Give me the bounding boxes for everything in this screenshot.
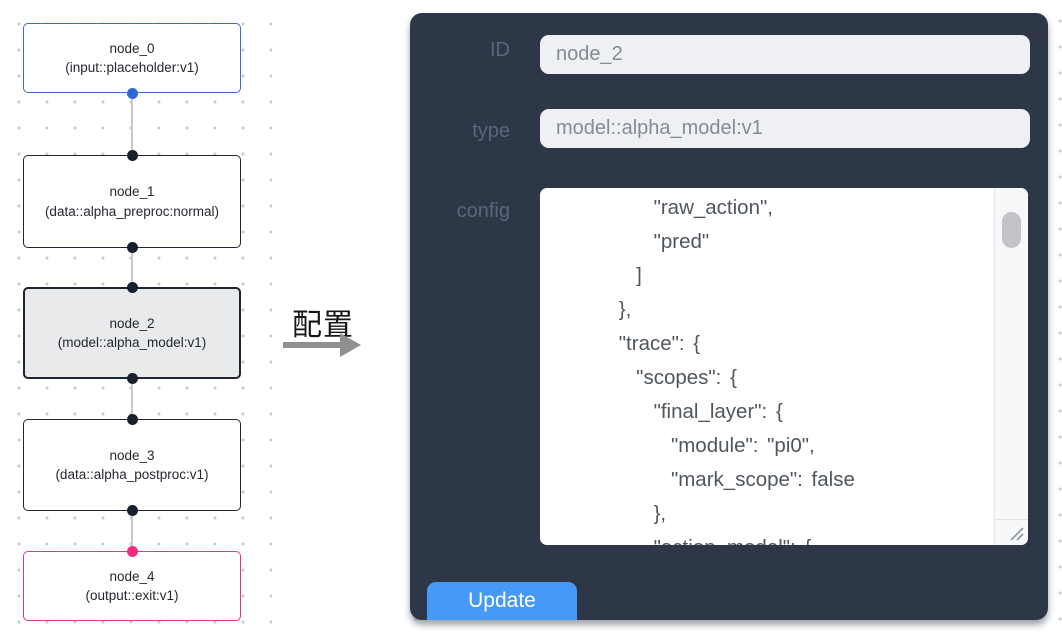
node-type: (data::alpha_postproc:v1) — [55, 467, 209, 482]
flow-node-postproc[interactable]: node_3 (data::alpha_postproc:v1) — [23, 419, 241, 511]
edge-node1-node2 — [131, 247, 133, 288]
port-node2-out[interactable] — [127, 373, 138, 384]
flow-node-output[interactable]: node_4 (output::exit:v1) — [23, 551, 241, 621]
port-node3-out[interactable] — [127, 505, 138, 516]
textarea-resize-corner[interactable] — [994, 519, 1028, 545]
id-field-label: ID — [490, 39, 510, 61]
resize-handle-icon — [1010, 527, 1024, 541]
port-node1-out[interactable] — [127, 242, 138, 253]
port-node2-in[interactable] — [127, 282, 138, 293]
node-type: (data::alpha_preproc:normal) — [44, 203, 220, 219]
node-name: node_4 — [109, 568, 155, 584]
port-node1-in[interactable] — [127, 150, 138, 161]
right-arrow-head-icon — [340, 333, 361, 357]
config-scrollbar-track[interactable] — [994, 188, 1028, 545]
config-textarea[interactable]: "raw_action", "pred" ] }, "trace": { "sc… — [540, 188, 1028, 545]
flow-node-preproc[interactable]: node_1 (data::alpha_preproc:normal) — [23, 155, 241, 248]
edge-node2-node3 — [131, 378, 133, 420]
port-node0-out[interactable] — [127, 88, 138, 99]
update-button[interactable]: Update — [427, 582, 577, 620]
config-scrollbar-thumb[interactable] — [1002, 212, 1021, 248]
flow-node-input[interactable]: node_0 (input::placeholder:v1) — [23, 23, 241, 93]
type-field-label: type — [472, 120, 510, 142]
node-config-panel: ID type config "raw_action", "pred" ] },… — [410, 13, 1048, 620]
edge-node3-node4 — [131, 510, 133, 552]
id-input[interactable] — [540, 35, 1030, 74]
edge-node0-node1 — [131, 93, 133, 156]
node-name: node_2 — [109, 315, 155, 331]
node-name: node_3 — [109, 447, 155, 463]
node-type: (model::alpha_model:v1) — [57, 335, 207, 350]
node-type: (output::exit:v1) — [85, 588, 179, 603]
node-type: (input::placeholder:v1) — [65, 60, 199, 75]
port-node3-in[interactable] — [127, 414, 138, 425]
config-json-text: "raw_action", "pred" ] }, "trace": { "sc… — [618, 196, 855, 545]
node-name: node_0 — [109, 40, 155, 56]
flow-node-model-selected[interactable]: node_2 (model::alpha_model:v1) — [23, 287, 241, 379]
port-node4-in[interactable] — [127, 546, 138, 557]
type-input[interactable] — [540, 109, 1030, 148]
config-field-label: config — [456, 200, 510, 222]
node-name: node_1 — [109, 184, 155, 200]
right-arrow-icon — [283, 342, 341, 348]
